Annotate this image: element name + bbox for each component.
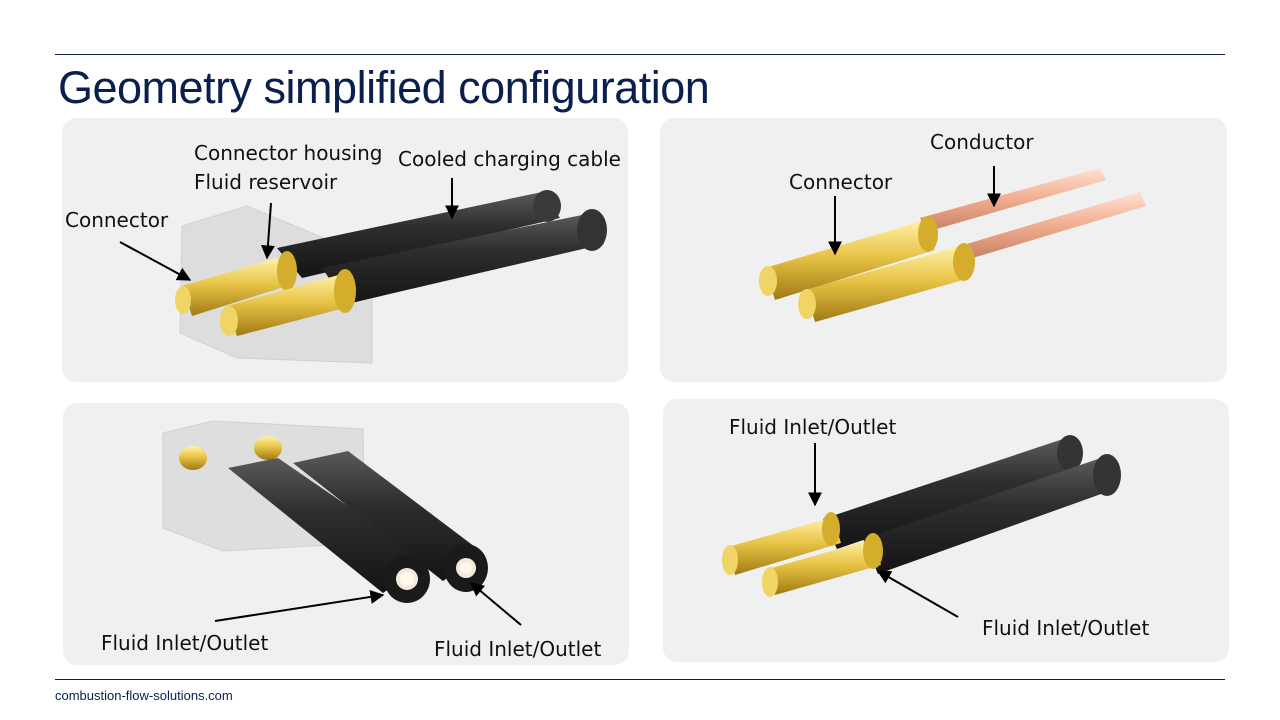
label-fluid-inlet-outlet-top: Fluid Inlet/Outlet [729, 415, 897, 439]
panel-top-right: Conductor Connector [660, 118, 1227, 382]
label-conductor: Conductor [930, 130, 1034, 154]
label-connector: Connector [789, 170, 893, 194]
label-fluid-inlet-outlet-bottom: Fluid Inlet/Outlet [982, 616, 1150, 640]
slide-title: Geometry simplified configuration [58, 62, 710, 113]
connector-conductor-illustration [759, 166, 1146, 322]
housing-with-cable-illustration [119, 178, 607, 364]
label-fluid-inlet-outlet-left: Fluid Inlet/Outlet [101, 631, 269, 655]
cables-with-connectors-illustration [722, 435, 1121, 618]
label-cooled-charging-cable: Cooled charging cable [398, 147, 621, 171]
label-fluid-reservoir: Fluid reservoir [194, 170, 338, 194]
panel-bottom-right: Fluid Inlet/Outlet Fluid Inlet/Outlet [663, 399, 1229, 662]
label-connector: Connector [65, 208, 169, 232]
footer-website: combustion-flow-solutions.com [55, 688, 233, 703]
top-rule [55, 54, 1225, 55]
label-connector-housing: Connector housing [194, 141, 383, 165]
panel-top-left: Connector Connector housing Fluid reserv… [62, 118, 628, 382]
panel-bottom-left: Fluid Inlet/Outlet Fluid Inlet/Outlet [63, 403, 629, 665]
bottom-rule [55, 679, 1225, 680]
cable-ends-illustration [162, 420, 522, 626]
label-fluid-inlet-outlet-right: Fluid Inlet/Outlet [434, 637, 602, 661]
